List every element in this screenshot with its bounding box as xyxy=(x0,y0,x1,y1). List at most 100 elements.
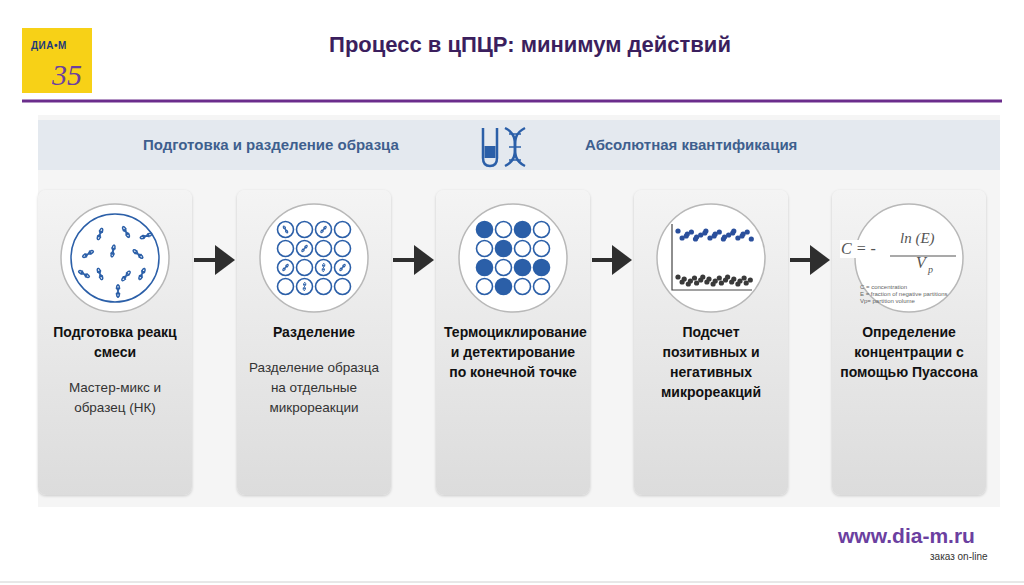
micro-reaction xyxy=(297,260,313,276)
card-text: Подготовка реакц смесиМастер-микс и обра… xyxy=(38,190,192,430)
micro-reaction xyxy=(316,241,332,257)
flow-arrow xyxy=(393,245,434,275)
negative-dot xyxy=(706,276,711,281)
formula-legend: C = concentration xyxy=(860,284,907,290)
micro-reaction xyxy=(496,279,512,295)
step-heading: Подсчет позитивных и негативных микрореа… xyxy=(642,322,780,402)
website-note: заказ on-line xyxy=(930,551,988,562)
card-text: Подсчет позитивных и негативных микрореа… xyxy=(634,190,788,414)
micro-reaction xyxy=(335,241,351,257)
positive-dot xyxy=(731,228,736,233)
micro-reaction xyxy=(496,222,512,238)
positive-dot xyxy=(745,229,750,234)
negative-dot xyxy=(692,275,697,280)
scatter-plot-icon xyxy=(634,196,788,320)
micro-reaction xyxy=(316,260,332,276)
micro-reaction xyxy=(335,279,351,295)
title-rule xyxy=(22,100,1002,103)
dna-helix xyxy=(301,244,309,252)
micro-reaction xyxy=(278,241,294,257)
formula-part: ln (E) xyxy=(900,230,935,247)
formula-legend: Vp= partition volume xyxy=(860,298,915,304)
micro-reaction xyxy=(515,260,531,276)
micro-reaction xyxy=(297,279,313,295)
process-card: Подсчет позитивных и негативных микрореа… xyxy=(634,190,788,495)
micro-reaction xyxy=(316,279,332,295)
negative-dot xyxy=(700,274,705,279)
dna-helix xyxy=(282,225,289,234)
step-description: Разделение образца на отдельные микрореа… xyxy=(245,358,383,418)
positive-dot xyxy=(717,229,722,234)
micro-reaction xyxy=(515,222,531,238)
arrow-shaft xyxy=(393,258,414,262)
card-text: РазделениеРазделение образца на отдельны… xyxy=(237,190,391,430)
micro-reaction xyxy=(496,241,512,257)
logo-number: 35 xyxy=(52,58,82,92)
formula-part: C = - xyxy=(840,240,877,258)
negative-dot xyxy=(682,276,687,281)
step-heading: Термоциклирование и детектирование по ко… xyxy=(444,322,582,382)
process-card: РазделениеРазделение образца на отдельны… xyxy=(237,190,391,495)
micro-reaction xyxy=(515,279,531,295)
formula-legend: E = fraction of negative partitions xyxy=(860,291,948,297)
micro-reaction xyxy=(278,260,294,276)
dna-helix xyxy=(116,285,121,298)
micro-reaction xyxy=(477,260,493,276)
flow-arrow xyxy=(790,245,830,275)
micro-reaction xyxy=(335,222,351,238)
dna-helix xyxy=(132,248,145,260)
micro-reaction xyxy=(496,260,512,276)
micro-reaction xyxy=(534,279,550,295)
process-card: Термоциклирование и детектирование по ко… xyxy=(436,190,590,495)
micro-reaction xyxy=(297,222,313,238)
reaction-mix-icon xyxy=(38,196,192,320)
micro-reaction xyxy=(534,260,550,276)
step-heading: Разделение xyxy=(245,322,383,342)
step-heading: Подготовка реакц смеси xyxy=(46,322,184,362)
dna-helix xyxy=(320,225,328,233)
micro-reaction xyxy=(477,279,493,295)
arrow-shaft xyxy=(194,258,215,262)
step-description: Мастер-микс и образец (НК) xyxy=(46,378,184,418)
footer-rule xyxy=(0,582,1024,583)
section-header: Подготовка и разделение образца xyxy=(143,136,399,153)
micro-reaction xyxy=(477,222,493,238)
negative-dot xyxy=(748,277,753,282)
dna-helix xyxy=(282,263,290,271)
dna-helix xyxy=(96,267,105,280)
negative-dot xyxy=(742,275,747,280)
arrow-head xyxy=(612,245,632,275)
process-card: Определение концентрации с помощью Пуасс… xyxy=(832,190,986,495)
micro-reaction xyxy=(534,222,550,238)
micro-reaction xyxy=(515,241,531,257)
arrow-head xyxy=(414,245,434,275)
step-heading: Определение концентрации с помощью Пуасс… xyxy=(840,322,978,382)
negative-dot xyxy=(675,274,680,279)
arrow-shaft xyxy=(592,258,612,262)
dna-helix xyxy=(110,244,117,257)
positive-dot xyxy=(703,228,708,233)
negative-dot xyxy=(731,276,736,281)
website: www.dia-m.ru xyxy=(838,524,975,548)
positive-dot xyxy=(689,229,694,234)
dna-helix xyxy=(96,227,105,240)
dna-helix xyxy=(81,249,94,259)
logo-text: ДИА•М xyxy=(31,40,67,51)
negative-dot xyxy=(717,275,722,280)
negative-dot xyxy=(725,274,730,279)
positive-dot xyxy=(675,228,680,233)
process-card: Подготовка реакц смесиМастер-микс и обра… xyxy=(38,190,192,495)
dna-helix xyxy=(322,263,326,272)
content-panel xyxy=(38,115,1000,507)
dna-helix xyxy=(77,269,90,279)
slide-title: Процесс в цПЦР: минимум действий xyxy=(120,32,940,58)
micro-reaction xyxy=(278,222,294,238)
micro-reaction xyxy=(278,279,294,295)
dna-helix xyxy=(137,267,146,280)
section-header: Абсолютная квантификация xyxy=(585,136,797,153)
dna-helix xyxy=(139,232,152,241)
card-text: Термоциклирование и детектирование по ко… xyxy=(436,190,590,394)
flow-arrow xyxy=(592,245,632,275)
micro-reaction xyxy=(316,222,332,238)
dna-helix xyxy=(303,282,307,291)
